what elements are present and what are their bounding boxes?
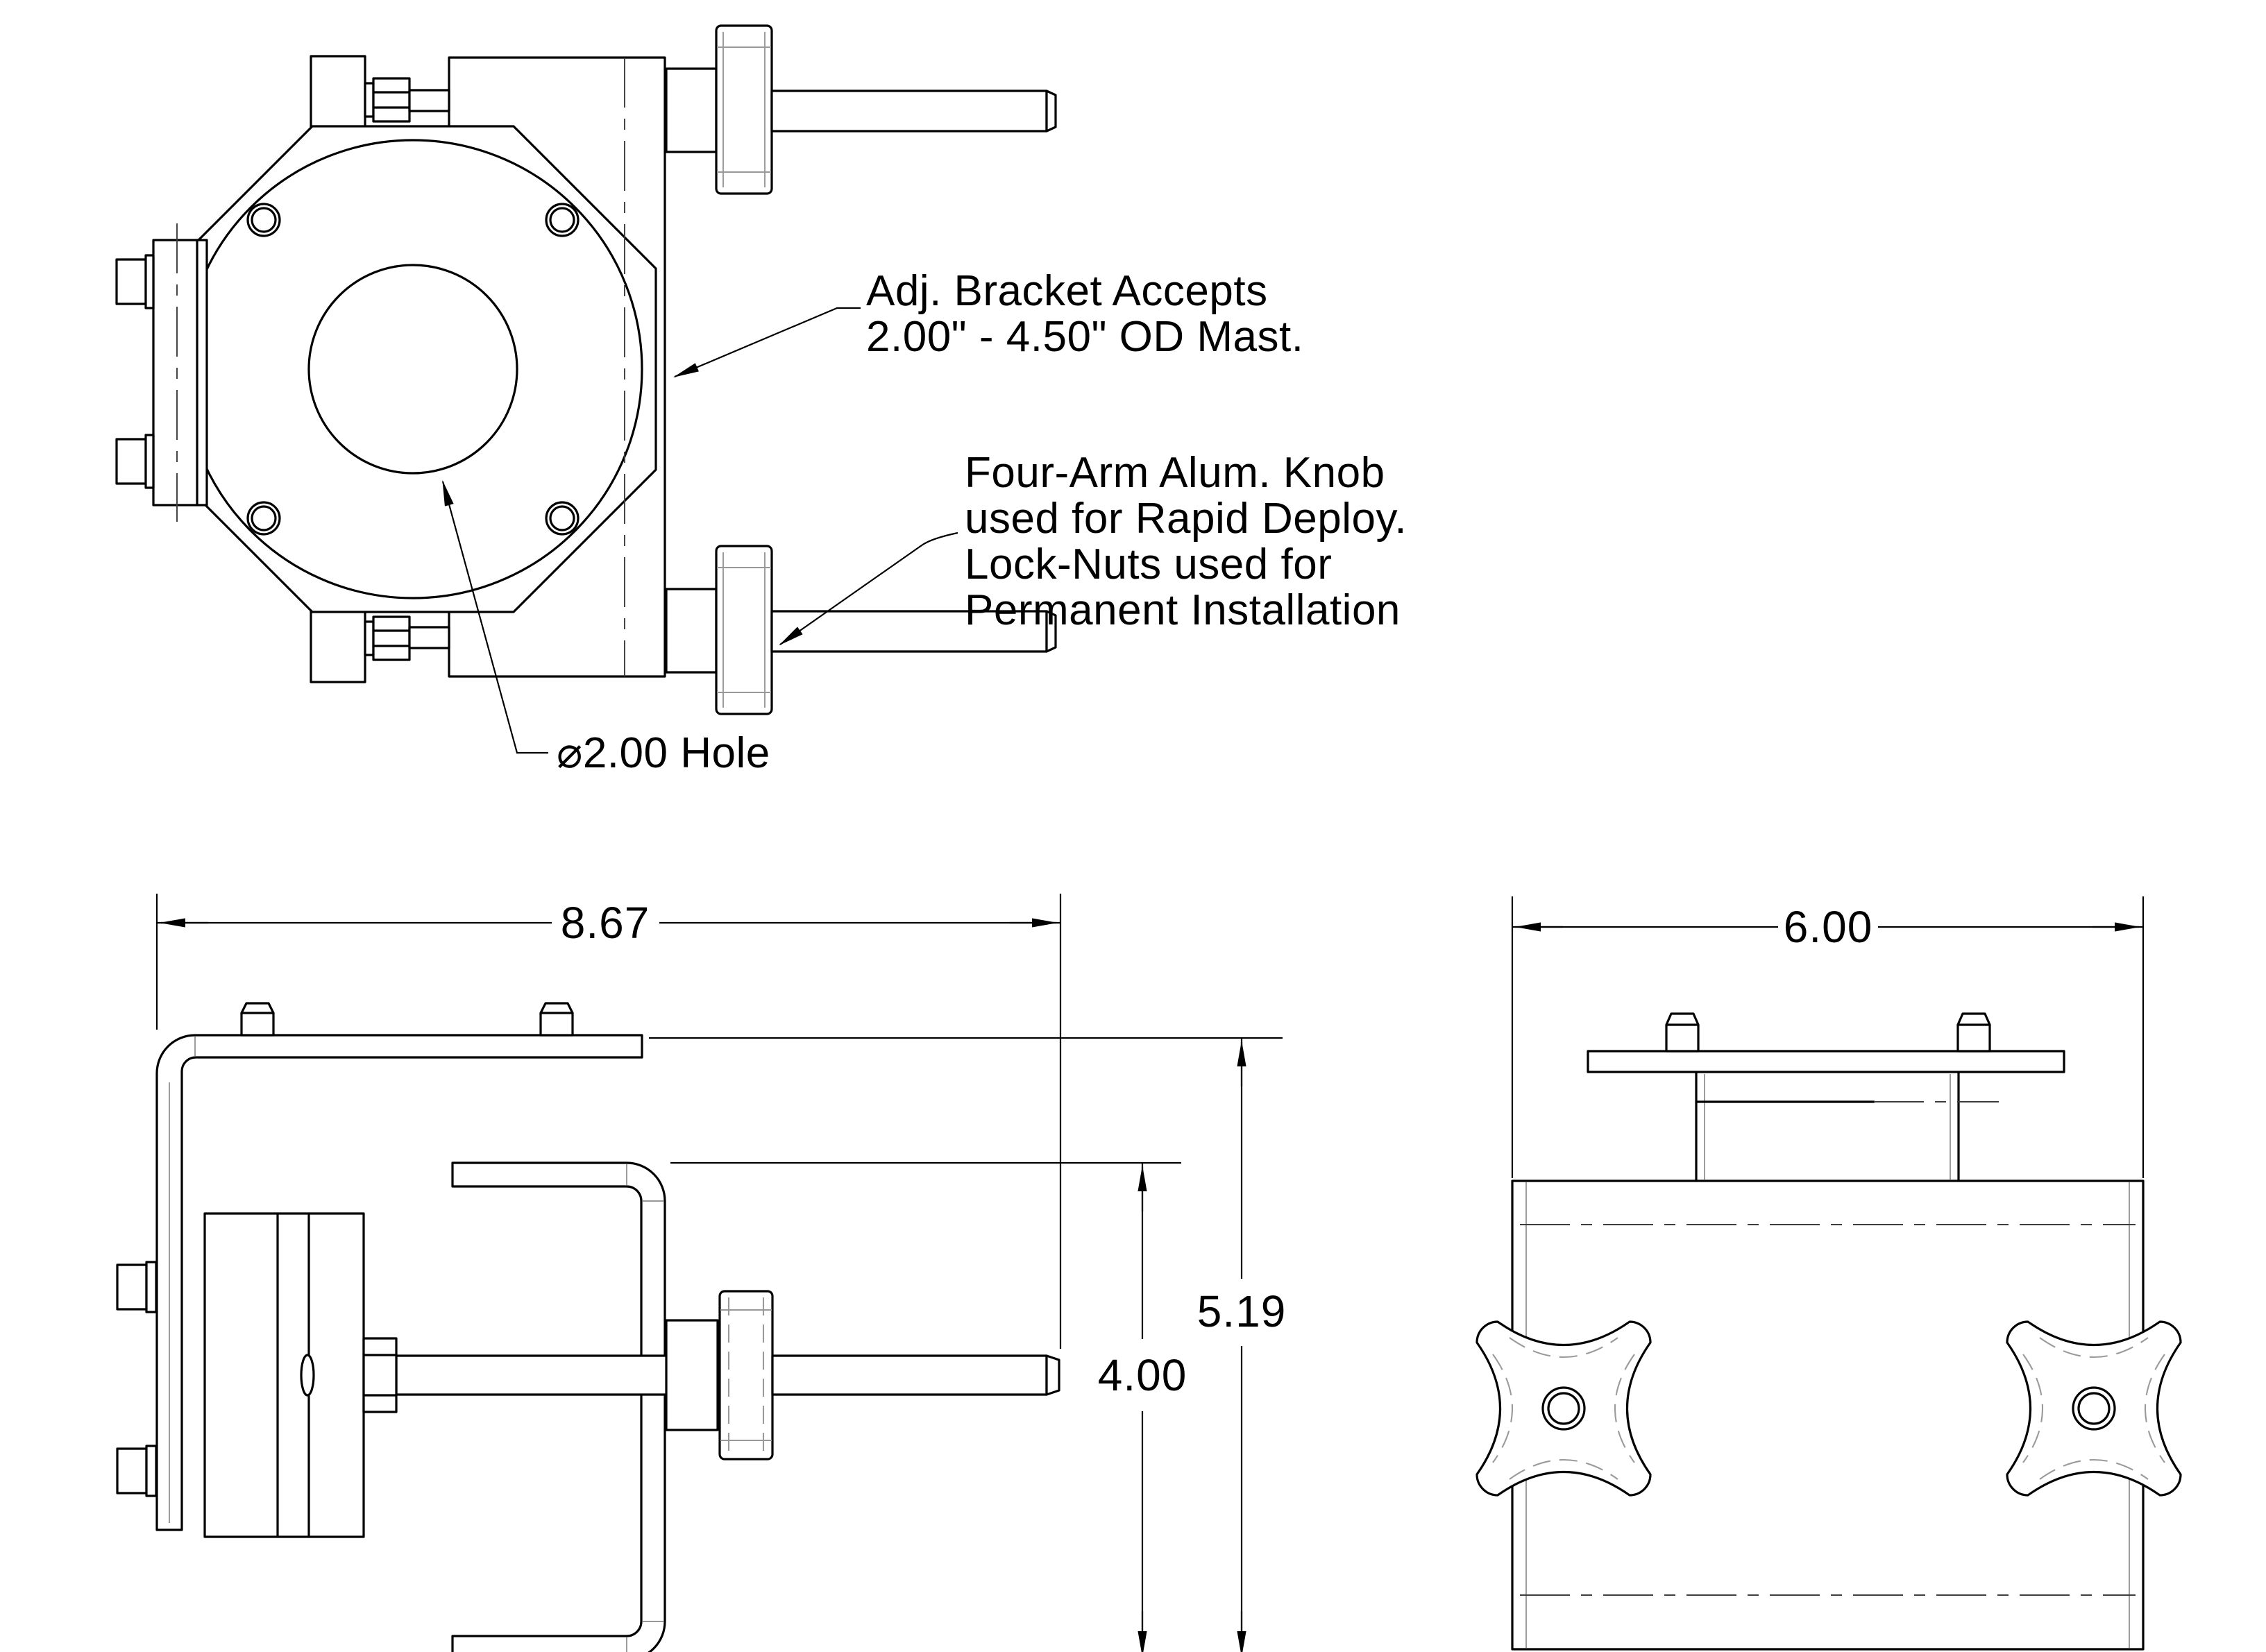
bottom-washer [364,620,375,656]
bottom-screw-shaft [408,626,450,649]
leader-knob-note [779,531,958,646]
dim-519: 5.19 [649,1037,1287,1652]
flange-bolt-holes [246,203,580,536]
top-threaded-rod [770,90,1057,133]
dim-400: 4.00 [670,1161,1187,1652]
knob-note-line4: Permanent Installation [965,586,1401,634]
top-view [115,24,1057,715]
side-four-arm-knob [718,1290,774,1461]
front-top-plate [1587,1050,2065,1073]
dim-front-body-width: 6.00 [1784,902,1873,952]
side-knob-spacer [665,1319,719,1431]
dim-600: 6.00 [1511,896,2145,1178]
knob-note-line2: used for Rapid Deploy. [965,495,1407,543]
knob-note-line3: Lock-Nuts used for [965,540,1332,588]
front-neck [1695,1071,1999,1182]
center-hole [307,264,518,475]
callouts: Adj. Bracket Accepts 2.00" - 4.50" OD Ma… [441,267,1407,777]
clamp-screw-rod-tip [771,1354,1060,1396]
plate-stack [203,1212,365,1538]
knob-note-line1: Four-Arm Alum. Knob [965,449,1385,497]
front-studs [1665,1012,1991,1053]
bottom-lock-nut [372,615,411,661]
l-bracket [155,1034,643,1531]
left-plate-bolts [115,254,155,489]
mast-note-line2: 2.00" - 4.50" OD Mast. [866,313,1304,361]
side-view-bolts [116,1261,158,1497]
bottom-knob-spacer [665,588,718,674]
four-arm-knob-left [1476,1320,1652,1497]
dim-side-channel-height: 4.00 [1098,1350,1187,1400]
four-arm-knob-right [2006,1320,2182,1497]
side-hex-nut [362,1337,398,1413]
side-view: 8.67 5.19 4.00 [116,894,1287,1652]
top-screw-shaft [408,89,450,112]
dim-side-overall-width: 8.67 [561,898,650,948]
left-adj-plate [152,239,208,506]
dim-867: 8.67 [155,894,1062,1349]
top-knob-assembly [665,24,1057,195]
mast-channel [451,1161,666,1652]
top-knob-spacer [665,67,718,153]
hole-note: ⌀2.00 Hole [557,729,770,777]
leader-mast-note [673,307,861,378]
mast-note-line1: Adj. Bracket Accepts [866,267,1268,315]
top-washer [364,82,375,118]
four-arm-knob-top-edgeview [715,24,773,195]
leader-hole-note [441,479,548,754]
dim-side-overall-height: 5.19 [1197,1286,1287,1336]
front-view: 6.00 [1476,896,2182,1651]
four-arm-knob-bottom-edgeview [715,545,773,715]
top-lock-nut [372,77,411,123]
top-plate-studs [240,1002,574,1037]
rod-end [300,1354,315,1397]
